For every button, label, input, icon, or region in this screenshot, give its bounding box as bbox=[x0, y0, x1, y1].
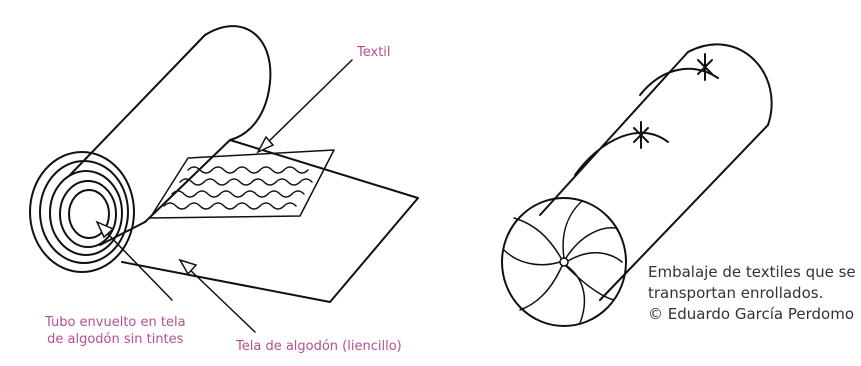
caption-line2: transportan enrollados. bbox=[648, 283, 856, 304]
binding-string-1 bbox=[575, 133, 668, 175]
knot-1 bbox=[634, 122, 648, 148]
figure-caption: Embalaje de textiles que se transportan … bbox=[648, 262, 856, 325]
label-tubo-line2: de algodón sin tintes bbox=[45, 331, 186, 348]
caption-line3: © Eduardo García Perdomo bbox=[648, 304, 856, 325]
label-tela: Tela de algodón (liencillo) bbox=[236, 338, 402, 355]
roll-top-edge bbox=[70, 35, 205, 175]
caption-line1: Embalaje de textiles que se bbox=[648, 262, 856, 283]
label-textil: Textil bbox=[357, 44, 391, 61]
arrow-to-tela bbox=[180, 260, 255, 332]
label-tubo-line1: Tubo envuelto en tela bbox=[45, 314, 186, 331]
label-tubo: Tubo envuelto en tela de algodón sin tin… bbox=[45, 314, 186, 348]
textile-wavy-lines bbox=[164, 167, 312, 209]
cotton-cloth-sheet bbox=[122, 140, 418, 302]
knot-2 bbox=[698, 54, 712, 80]
wrapped-roll-front-end bbox=[502, 198, 626, 326]
roll-spiral-end bbox=[30, 152, 134, 272]
rolled-tube-drawing bbox=[30, 26, 418, 332]
arrow-to-textil bbox=[258, 60, 352, 152]
roll-back-cap bbox=[205, 26, 270, 140]
arrow-to-tubo bbox=[97, 222, 172, 300]
wrapped-roll-top-edge bbox=[540, 52, 688, 215]
wrapped-roll-back-cap bbox=[688, 44, 772, 125]
